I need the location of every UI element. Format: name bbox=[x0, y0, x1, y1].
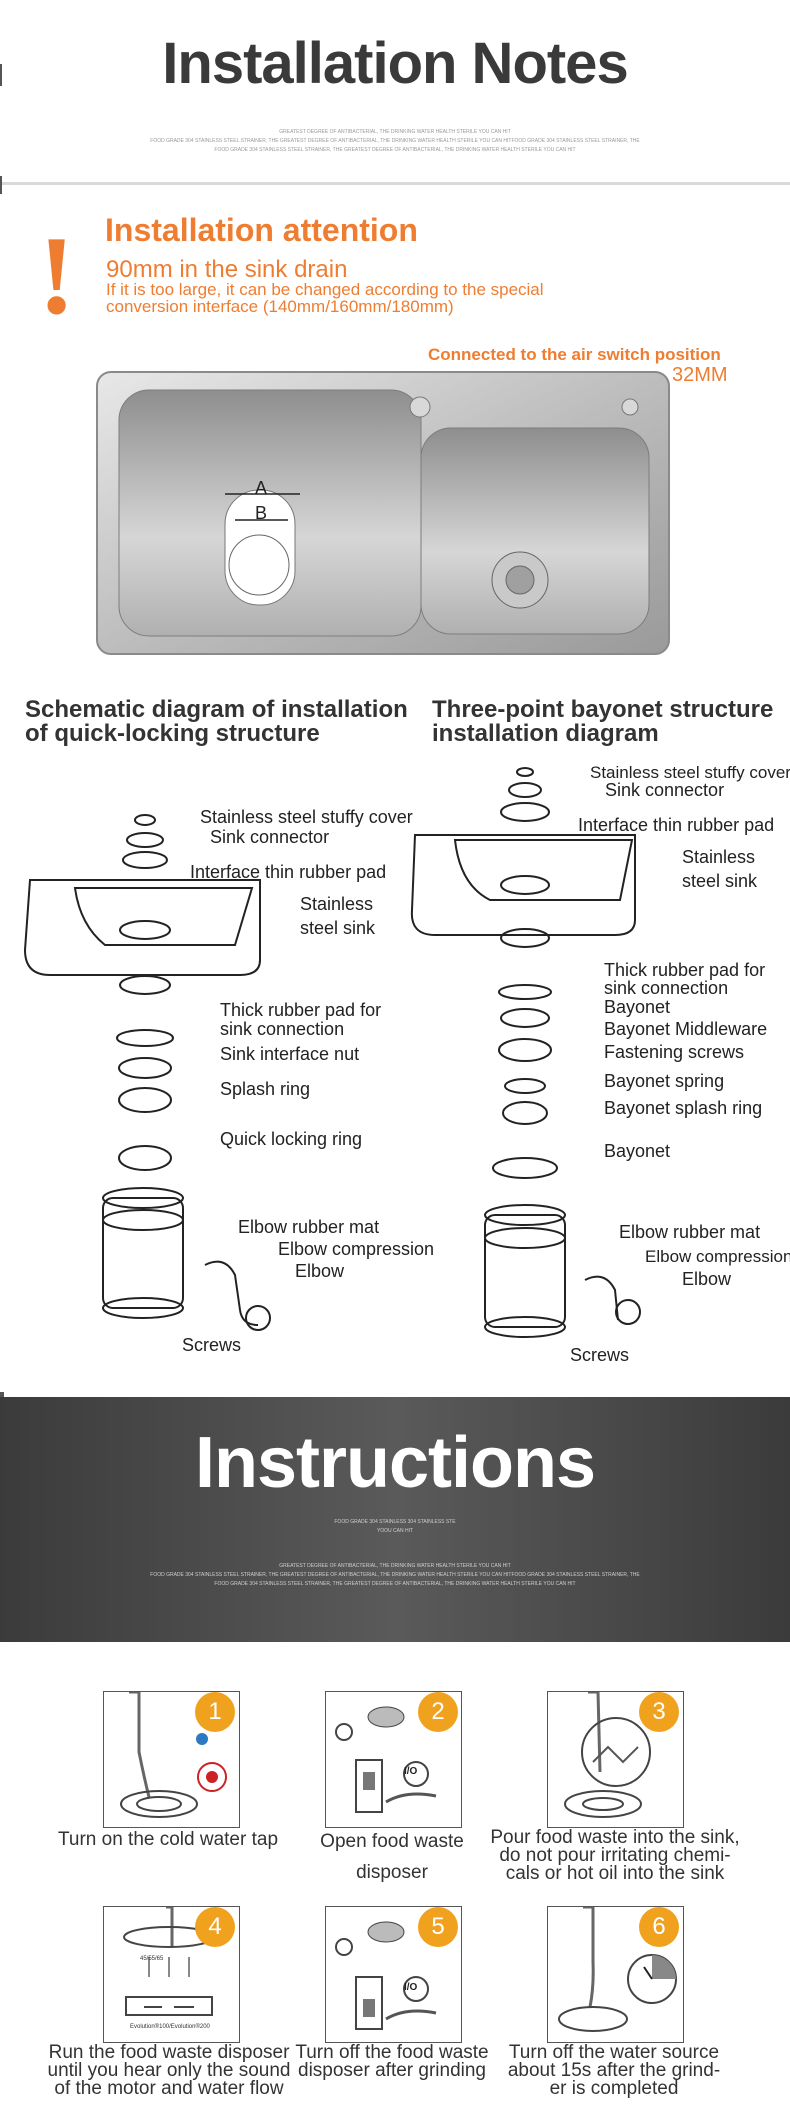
label-steel-sink: steel sink bbox=[682, 871, 758, 891]
model-label: Evolution®100/Evolution®200 bbox=[130, 2024, 210, 2030]
dimension-b: B bbox=[255, 503, 268, 523]
label-splash-ring: Splash ring bbox=[220, 1079, 311, 1099]
step-3-caption: Pour food waste into the sink, do not po… bbox=[490, 1827, 740, 1884]
step-3-badge: 3 bbox=[639, 1692, 679, 1732]
label-fastening-screws: Fastening screws bbox=[604, 1042, 745, 1062]
step-1-badge: 1 bbox=[195, 1692, 235, 1732]
step-5-caption-line: Turn off the food waste bbox=[295, 2042, 489, 2063]
step-6-caption: Turn off the water source about 15s afte… bbox=[494, 2042, 734, 2099]
label-elbow: Elbow bbox=[295, 1261, 345, 1281]
label-quick-locking-ring: Quick locking ring bbox=[220, 1129, 363, 1149]
label-steel-sink: steel sink bbox=[300, 918, 376, 938]
model-label: 45/55/65 bbox=[140, 1956, 164, 1962]
tagline: FOOD GRADE 304 STAINLESS STEEL STRAINER,… bbox=[150, 138, 640, 144]
step-4-caption-line: until you hear only the sound bbox=[47, 2060, 291, 2081]
label-stuffy-cover: Stainless steel stuffy cover bbox=[590, 763, 790, 782]
banner-tagline: FOOD GRADE 304 STAINLESS 304 STAINLESS S… bbox=[334, 1519, 456, 1525]
label-bayonet-splash-ring: Bayonet splash ring bbox=[604, 1098, 763, 1118]
step-5-caption-line: disposer after grinding bbox=[298, 2060, 486, 2081]
step-2-badge: 2 bbox=[418, 1692, 458, 1732]
step-6-caption-line: Turn off the water source bbox=[508, 2042, 720, 2063]
label-screws: Screws bbox=[182, 1335, 242, 1355]
step-2-caption-line: disposer bbox=[356, 1862, 428, 1883]
step-5-illustration bbox=[325, 1906, 462, 2043]
step-6-badge: 6 bbox=[639, 1907, 679, 1947]
double-sink-illustration bbox=[96, 371, 670, 655]
banner-tagline: GREATEST DEGREE OF ANTIBACTERIAL, THE DR… bbox=[279, 1563, 511, 1569]
step-2-caption-line: Open food waste bbox=[320, 1831, 464, 1852]
edge-mark bbox=[0, 64, 2, 86]
quick-lock-exploded-diagram bbox=[23, 814, 271, 1331]
divider bbox=[0, 182, 790, 185]
step-3-caption-line: Pour food waste into the sink, bbox=[490, 1827, 740, 1848]
label-elbow-rubber-mat: Elbow rubber mat bbox=[619, 1222, 761, 1242]
label-sink-connection: sink connection bbox=[604, 978, 729, 998]
faucet-cold-icon bbox=[120, 1690, 227, 1818]
step-4-caption-line: of the motor and water flow bbox=[54, 2078, 284, 2099]
label-bayonet: Bayonet bbox=[604, 997, 671, 1017]
label-thick-rubber-pad: Thick rubber pad for bbox=[604, 960, 766, 980]
switch-off-icon bbox=[335, 1921, 437, 2030]
label-elbow-compression: Elbow compression bbox=[278, 1239, 435, 1259]
label-elbow: Elbow bbox=[682, 1269, 732, 1289]
faucet-timer-icon bbox=[558, 1905, 677, 2032]
banner-tagline: YOOU CAN HIT bbox=[376, 1528, 414, 1534]
attention-title: Installation attention bbox=[105, 212, 418, 248]
label-stainless: Stainless bbox=[300, 894, 374, 914]
step-4-badge: 4 bbox=[195, 1907, 235, 1947]
step-1-caption: Turn on the cold water tap bbox=[57, 1829, 279, 1850]
switch-on-icon bbox=[335, 1706, 437, 1813]
step-2-caption: Open food waste disposer bbox=[272, 1826, 512, 1888]
air-switch-label: Connected to the air switch position bbox=[428, 345, 721, 364]
switch-label: I/O bbox=[404, 1766, 418, 1777]
label-bayonet-spring: Bayonet spring bbox=[604, 1071, 725, 1091]
step-5-badge: 5 bbox=[418, 1907, 458, 1947]
page-title: Installation Notes bbox=[162, 31, 628, 96]
label-stainless: Stainless bbox=[682, 847, 756, 867]
label-sink-connector: Sink connector bbox=[605, 780, 725, 800]
attention-note: If it is too large, it can be changed ac… bbox=[106, 280, 544, 316]
banner-tagline: FOOD GRADE 304 STAINLESS STEEL STRAINER,… bbox=[150, 1572, 640, 1578]
edge-mark bbox=[0, 176, 2, 194]
switch-label: I/O bbox=[404, 1982, 418, 1993]
step-3-caption-line: cals or hot oil into the sink bbox=[505, 1863, 725, 1884]
step-3-caption-line: do not pour irritating chemi- bbox=[499, 1845, 731, 1866]
label-elbow-rubber-mat: Elbow rubber mat bbox=[238, 1217, 380, 1237]
bayonet-exploded-diagram bbox=[410, 767, 641, 1338]
label-stuffy-cover: Stainless steel stuffy cover bbox=[200, 807, 413, 827]
label-screws: Screws bbox=[570, 1345, 630, 1365]
diagram-left-title-2: of quick-locking structure bbox=[25, 720, 320, 747]
label-sink-connector: Sink connector bbox=[210, 827, 330, 847]
instructions-title: Instructions bbox=[194, 1423, 596, 1503]
pour-food-waste-icon bbox=[564, 1690, 651, 1818]
dimension-a: A bbox=[255, 478, 268, 498]
instructions-banner bbox=[0, 1397, 790, 1642]
step-6-caption-line: er is completed bbox=[549, 2078, 679, 2099]
edge-mark bbox=[0, 1392, 4, 1398]
banner-tagline: FOOD GRADE 304 STAINLESS STEEL STRAINER,… bbox=[214, 1581, 576, 1587]
attention-subtitle: 90mm in the sink drain bbox=[106, 256, 348, 283]
label-thick-rubber-pad: Thick rubber pad for bbox=[220, 1000, 382, 1020]
step-5-caption: Turn off the food waste disposer after g… bbox=[272, 2042, 512, 2081]
label-bayonet-base: Bayonet bbox=[604, 1141, 671, 1161]
diagram-right-title-1: Three-point bayonet structure bbox=[432, 696, 774, 723]
step-4-caption: Run the food waste disposer until you he… bbox=[38, 2042, 300, 2099]
step-4-caption-line: Run the food waste disposer bbox=[48, 2042, 290, 2063]
label-thin-rubber-pad: Interface thin rubber pad bbox=[190, 862, 387, 882]
label-sink-interface-nut: Sink interface nut bbox=[220, 1044, 360, 1064]
hole-size-label: 32MM bbox=[672, 364, 728, 386]
tagline: FOOD GRADE 304 STAINLESS STEEL STRAINER,… bbox=[214, 147, 576, 153]
diagram-right-title-2: installation diagram bbox=[432, 720, 659, 747]
label-thin-rubber-pad: Interface thin rubber pad bbox=[578, 815, 775, 835]
label-sink-connection: sink connection bbox=[220, 1019, 345, 1039]
tagline: GREATEST DEGREE OF ANTIBACTERIAL, THE DR… bbox=[279, 129, 511, 135]
step-6-caption-line: about 15s after the grind- bbox=[507, 2060, 721, 2081]
label-elbow-compression: Elbow compression bbox=[645, 1247, 790, 1266]
diagram-left-title-1: Schematic diagram of installation bbox=[25, 696, 408, 723]
label-bayonet-middleware: Bayonet Middleware bbox=[604, 1019, 768, 1039]
warning-exclamation-icon: ! bbox=[38, 214, 76, 338]
